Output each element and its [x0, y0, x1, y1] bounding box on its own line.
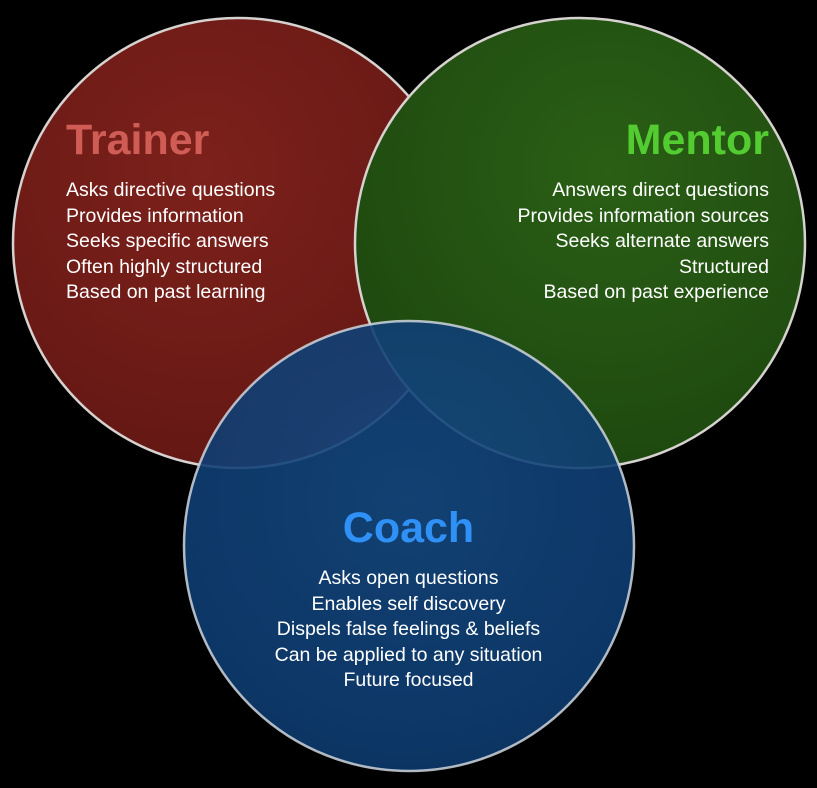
list-item: Can be applied to any situation: [274, 643, 543, 666]
group-list-mentor: Answers direct questions Provides inform…: [518, 178, 769, 306]
list-item: Answers direct questions: [552, 179, 769, 201]
list-item: Asks open questions: [318, 567, 499, 589]
group-title-trainer: Trainer: [66, 116, 210, 164]
list-item: Often highly structured: [66, 255, 263, 278]
list-item: Future focused: [343, 669, 474, 691]
list-item: Seeks specific answers: [66, 230, 269, 252]
list-item: Dispels false feelings & beliefs: [276, 618, 541, 640]
list-item: Provides information sources: [517, 204, 769, 227]
group-trainer: Trainer Asks directive questions Provide…: [66, 119, 275, 306]
group-coach: Coach Asks open questions Enables self d…: [0, 507, 817, 694]
list-item: Seeks alternate answers: [555, 230, 769, 252]
group-list-coach: Asks open questions Enables self discove…: [0, 566, 817, 694]
list-item: Based on past experience: [543, 281, 770, 303]
list-item: Enables self discovery: [311, 592, 506, 615]
list-item: Structured: [679, 255, 769, 278]
group-mentor: Mentor Answers direct questions Provides…: [518, 119, 769, 306]
group-list-trainer: Asks directive questions Provides inform…: [66, 178, 275, 306]
group-title-mentor: Mentor: [625, 116, 769, 164]
list-item: Asks directive questions: [66, 179, 276, 201]
circle-coach: [182, 319, 636, 773]
list-item: Provides information: [66, 204, 244, 227]
list-item: Based on past learning: [66, 281, 266, 303]
group-title-coach: Coach: [342, 504, 475, 552]
